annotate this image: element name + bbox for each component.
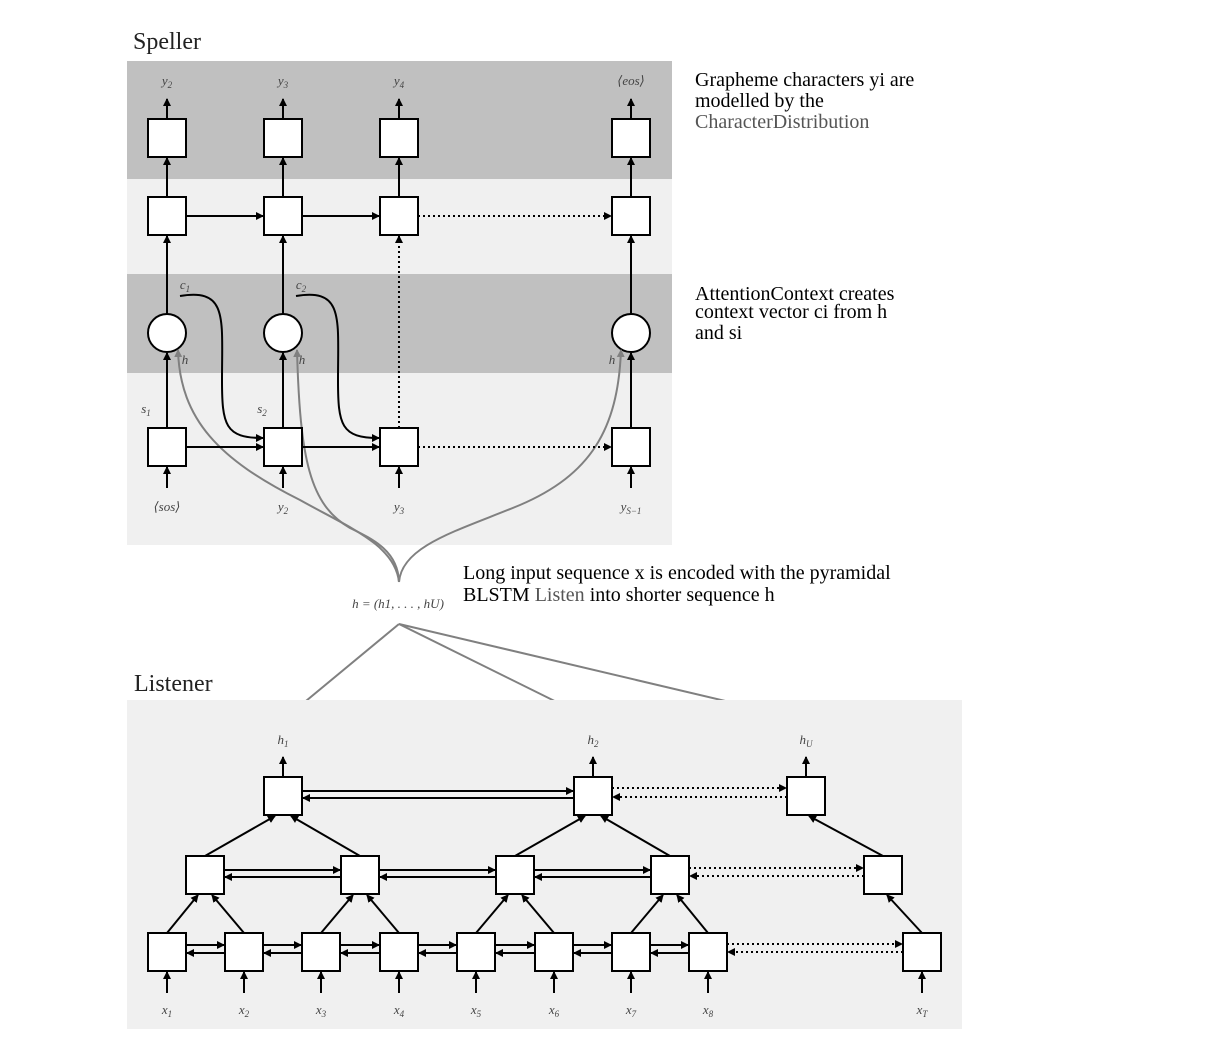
h-label: h bbox=[609, 352, 616, 367]
listener-input-label: x6 bbox=[548, 1002, 560, 1019]
listener-title: Listener bbox=[134, 671, 213, 697]
h-sequence-label: h = (h1, . . . , hU) bbox=[352, 596, 444, 611]
arrow bbox=[366, 894, 400, 934]
speller-output-label: ⟨eos⟩ bbox=[617, 73, 644, 88]
state-label: s1 bbox=[141, 401, 151, 418]
decoder-rnn-box bbox=[263, 196, 303, 236]
h-label: h bbox=[182, 352, 189, 367]
arrow bbox=[886, 894, 923, 934]
listener-input-label: x5 bbox=[470, 1002, 482, 1019]
speller-output-label: y4 bbox=[392, 73, 405, 90]
blstm-layer1-box bbox=[147, 932, 187, 972]
listener-band bbox=[127, 700, 962, 1029]
blstm-layer2-box bbox=[185, 855, 225, 895]
arrow bbox=[290, 815, 361, 857]
blstm-layer2-box bbox=[340, 855, 380, 895]
attention-band bbox=[127, 274, 672, 373]
listener-input-label: x4 bbox=[393, 1002, 405, 1019]
context-label: c2 bbox=[296, 277, 307, 294]
attention-note: AttentionContext creates context vector … bbox=[695, 283, 899, 344]
blstm-layer1-box bbox=[611, 932, 651, 972]
blstm-layer2-box bbox=[495, 855, 535, 895]
listener-input-label: x2 bbox=[238, 1002, 250, 1019]
listener-input-label: xT bbox=[916, 1002, 929, 1019]
decoder-state-box bbox=[263, 427, 303, 467]
speller-input-label: ⟨sos⟩ bbox=[154, 499, 181, 514]
speller-output-label: y3 bbox=[276, 73, 289, 90]
blstm-layer1-box bbox=[224, 932, 264, 972]
listener-input-label: x1 bbox=[161, 1002, 172, 1019]
blstm-layer3-box bbox=[573, 776, 613, 816]
arrow bbox=[320, 894, 354, 934]
blstm-layer3-box bbox=[786, 776, 826, 816]
arrow bbox=[676, 894, 709, 934]
speller-output-label: y2 bbox=[160, 73, 173, 90]
char-distribution-box bbox=[263, 118, 303, 158]
arrow bbox=[204, 815, 276, 857]
blstm-layer2-box bbox=[650, 855, 690, 895]
blstm-layer1-box bbox=[379, 932, 419, 972]
arrow bbox=[630, 894, 664, 934]
blstm-layer1-box bbox=[456, 932, 496, 972]
arrow bbox=[514, 815, 586, 857]
arrow bbox=[600, 815, 671, 857]
listener-input-label: x7 bbox=[625, 1002, 637, 1019]
listener-input-label: x8 bbox=[702, 1002, 714, 1019]
h-label: h bbox=[299, 352, 306, 367]
listener-output-label: h1 bbox=[278, 732, 289, 749]
speller-input-label: yS−1 bbox=[619, 499, 642, 516]
attention-node bbox=[147, 313, 187, 353]
decoder-state-box bbox=[611, 427, 651, 467]
context-curve bbox=[295, 293, 380, 442]
blstm-layer1-box bbox=[902, 932, 942, 972]
listener-output-label: h2 bbox=[588, 732, 600, 749]
attention-node bbox=[611, 313, 651, 353]
context-label: c1 bbox=[180, 277, 190, 294]
context-curve bbox=[179, 293, 264, 442]
listener-to-attention-curve bbox=[174, 349, 400, 583]
speller-input-label: y2 bbox=[276, 499, 289, 516]
listener-to-attention-curve bbox=[293, 349, 400, 583]
decoder-rnn-box bbox=[147, 196, 187, 236]
attention-node bbox=[263, 313, 303, 353]
blstm-layer1-box bbox=[301, 932, 341, 972]
arrow bbox=[211, 894, 245, 934]
blstm-layer1-box bbox=[534, 932, 574, 972]
listen-note: Long input sequence x is encoded with th… bbox=[463, 562, 896, 606]
char-distribution-box bbox=[379, 118, 419, 158]
decoder-state-box bbox=[147, 427, 187, 467]
decoder-rnn-box bbox=[379, 196, 419, 236]
state-label: s2 bbox=[257, 401, 267, 418]
blstm-layer1-box bbox=[688, 932, 728, 972]
decoder-rnn-box bbox=[611, 196, 651, 236]
arrow bbox=[475, 894, 509, 934]
char-distribution-box bbox=[147, 118, 187, 158]
speller-title: Speller bbox=[133, 29, 201, 55]
listener-output-label: hU bbox=[800, 732, 814, 749]
blstm-layer3-box bbox=[263, 776, 303, 816]
speller-input-label: y3 bbox=[392, 499, 405, 516]
arrow bbox=[808, 815, 884, 857]
decoder-state-box bbox=[379, 427, 419, 467]
blstm-layer2-box bbox=[863, 855, 903, 895]
listener-to-attention-curve bbox=[398, 349, 625, 583]
arrow bbox=[521, 894, 555, 934]
char-distribution-note: Grapheme characters yi are modelled by t… bbox=[695, 69, 919, 133]
arrow bbox=[166, 894, 199, 934]
listener-input-label: x3 bbox=[315, 1002, 327, 1019]
char-distribution-box bbox=[611, 118, 651, 158]
